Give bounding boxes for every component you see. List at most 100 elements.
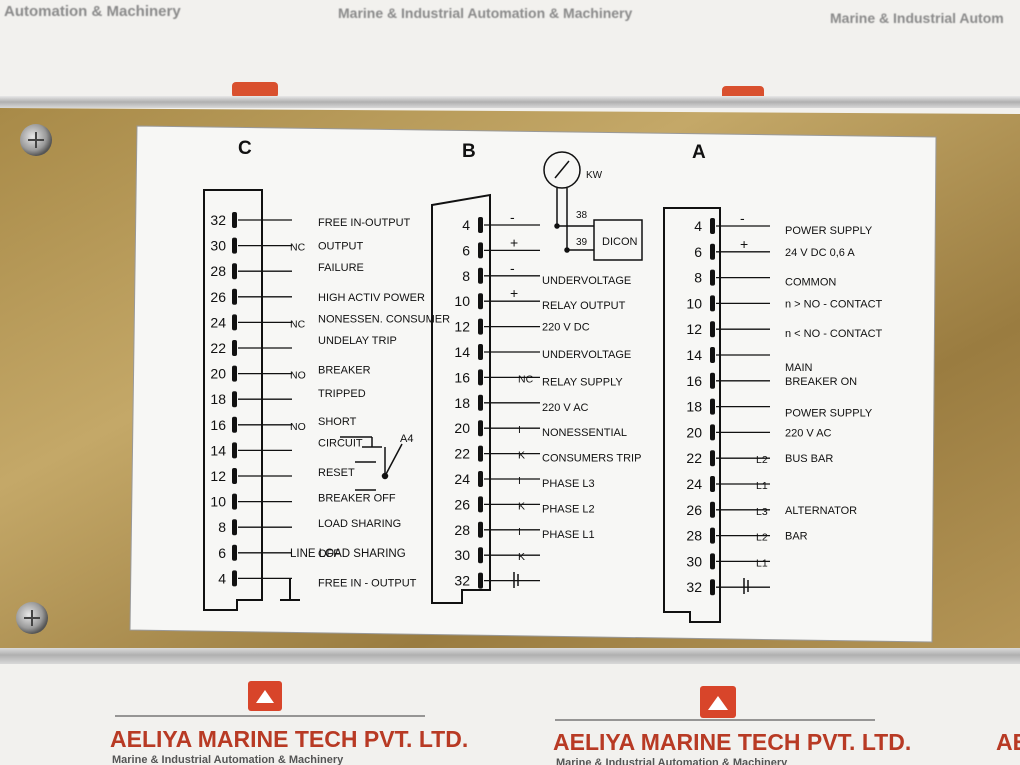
pin-tag: K xyxy=(518,450,525,462)
pin-label: OUTPUT xyxy=(318,241,364,253)
pin-contact xyxy=(232,570,237,587)
pin-number: 20 xyxy=(210,366,226,382)
pin-number: 18 xyxy=(686,399,702,415)
footer-logo-center xyxy=(700,686,736,718)
top-rail xyxy=(0,96,1020,108)
pin-label: TRIPPED xyxy=(318,388,366,400)
pin-contact xyxy=(710,269,715,286)
dicon-box xyxy=(593,219,643,261)
pin-label: LOAD SHARING xyxy=(318,518,401,530)
pin-number: 30 xyxy=(210,238,226,254)
pin-contact xyxy=(710,218,715,234)
bg-text-top-right: Marine & Industrial Autom xyxy=(830,10,1004,26)
ground-symbol-c xyxy=(280,578,300,601)
pin-number: 26 xyxy=(454,496,470,512)
pin-row: 22 UNDELAY TRIP xyxy=(210,335,397,356)
pin-sign: - xyxy=(510,260,515,276)
pin-label: ALTERNATOR xyxy=(785,505,857,517)
switch-a4-label: A4 xyxy=(400,433,413,445)
pin-number: 10 xyxy=(210,494,226,510)
kw-label: KW xyxy=(586,170,603,181)
pin-row: 14 UNDERVOLTAGE xyxy=(454,344,631,361)
pin-label: RESET xyxy=(318,467,355,479)
pin-label: NONESSEN. CONSUMER xyxy=(318,313,450,325)
pin-label: 220 V AC xyxy=(542,402,589,414)
connector-a-outline xyxy=(663,207,721,623)
pin-number: 28 xyxy=(454,522,470,538)
pin-sign: + xyxy=(510,285,518,301)
pin-label: POWER SUPPLY xyxy=(785,408,873,420)
pin-number: 14 xyxy=(454,344,470,360)
pin-row: 18 220 V AC xyxy=(454,394,589,414)
pin-label: HIGH ACTIV POWER xyxy=(318,292,425,304)
pin-number: 6 xyxy=(218,545,226,561)
dicon-wires xyxy=(554,223,594,253)
pin-number: 18 xyxy=(454,395,470,411)
pin-row: 8-UNDERVOLTAGE xyxy=(462,260,631,287)
pin-row: 10+RELAY OUTPUT xyxy=(454,285,625,312)
pin-sign: + xyxy=(740,236,748,252)
pin-number: 22 xyxy=(210,340,226,356)
pin-row: 4-POWER SUPPLY xyxy=(694,210,873,237)
footer-tagline-left: Marine & Industrial Automation & Machine… xyxy=(112,754,344,765)
pin-label: UNDERVOLTAGE xyxy=(542,349,631,361)
pin-label: FREE IN - OUTPUT xyxy=(318,577,417,589)
pin-tag: NC xyxy=(518,373,534,385)
pin-label: 24 V DC 0,6 A xyxy=(785,247,855,259)
pin-contact xyxy=(478,572,483,589)
pin-contact xyxy=(710,295,715,312)
pin-contact xyxy=(232,314,237,331)
footer-company-partial: AE xyxy=(996,729,1020,755)
pin-tag: L2 xyxy=(756,532,768,544)
pin-number: 6 xyxy=(694,244,702,260)
pin-contact xyxy=(232,365,237,382)
pin-number: 16 xyxy=(686,373,702,389)
pin-contact xyxy=(232,416,237,433)
pin-label: UNDELAY TRIP xyxy=(318,335,397,347)
pin-label: BAR xyxy=(785,531,808,543)
term-38-label: 38 xyxy=(576,210,588,221)
pin-tag: NO xyxy=(290,370,306,382)
pin-number: 26 xyxy=(686,502,702,518)
pin-contact xyxy=(710,347,715,363)
pin-label: 220 V DC xyxy=(542,322,590,334)
line-load-sharing-label: LINE LOAD SHARING xyxy=(290,548,406,560)
pin-contact xyxy=(478,547,483,564)
pin-number: 30 xyxy=(686,553,702,569)
bg-text-top-left: Automation & Machinery xyxy=(4,3,181,20)
pin-contact xyxy=(232,237,237,254)
pin-contact xyxy=(478,521,483,538)
pin-contact xyxy=(478,318,483,335)
pin-label: NONESSENTIAL xyxy=(542,427,627,439)
pin-contact xyxy=(232,288,237,305)
pin-label: BREAKER OFF xyxy=(318,493,396,505)
kw-meter xyxy=(543,151,581,250)
header-c: C xyxy=(238,138,252,159)
pin-contact xyxy=(710,501,715,518)
bg-text-top-center: Marine & Industrial Automation & Machine… xyxy=(338,5,633,21)
pin-tag: L2 xyxy=(756,454,768,466)
pin-number: 28 xyxy=(210,263,226,279)
pin-number: 22 xyxy=(686,450,702,466)
pin-contact xyxy=(478,369,483,386)
pin-contact xyxy=(710,527,715,544)
pin-contact xyxy=(478,293,483,310)
pin-number: 32 xyxy=(210,212,226,228)
pin-label: MAIN xyxy=(785,362,813,374)
